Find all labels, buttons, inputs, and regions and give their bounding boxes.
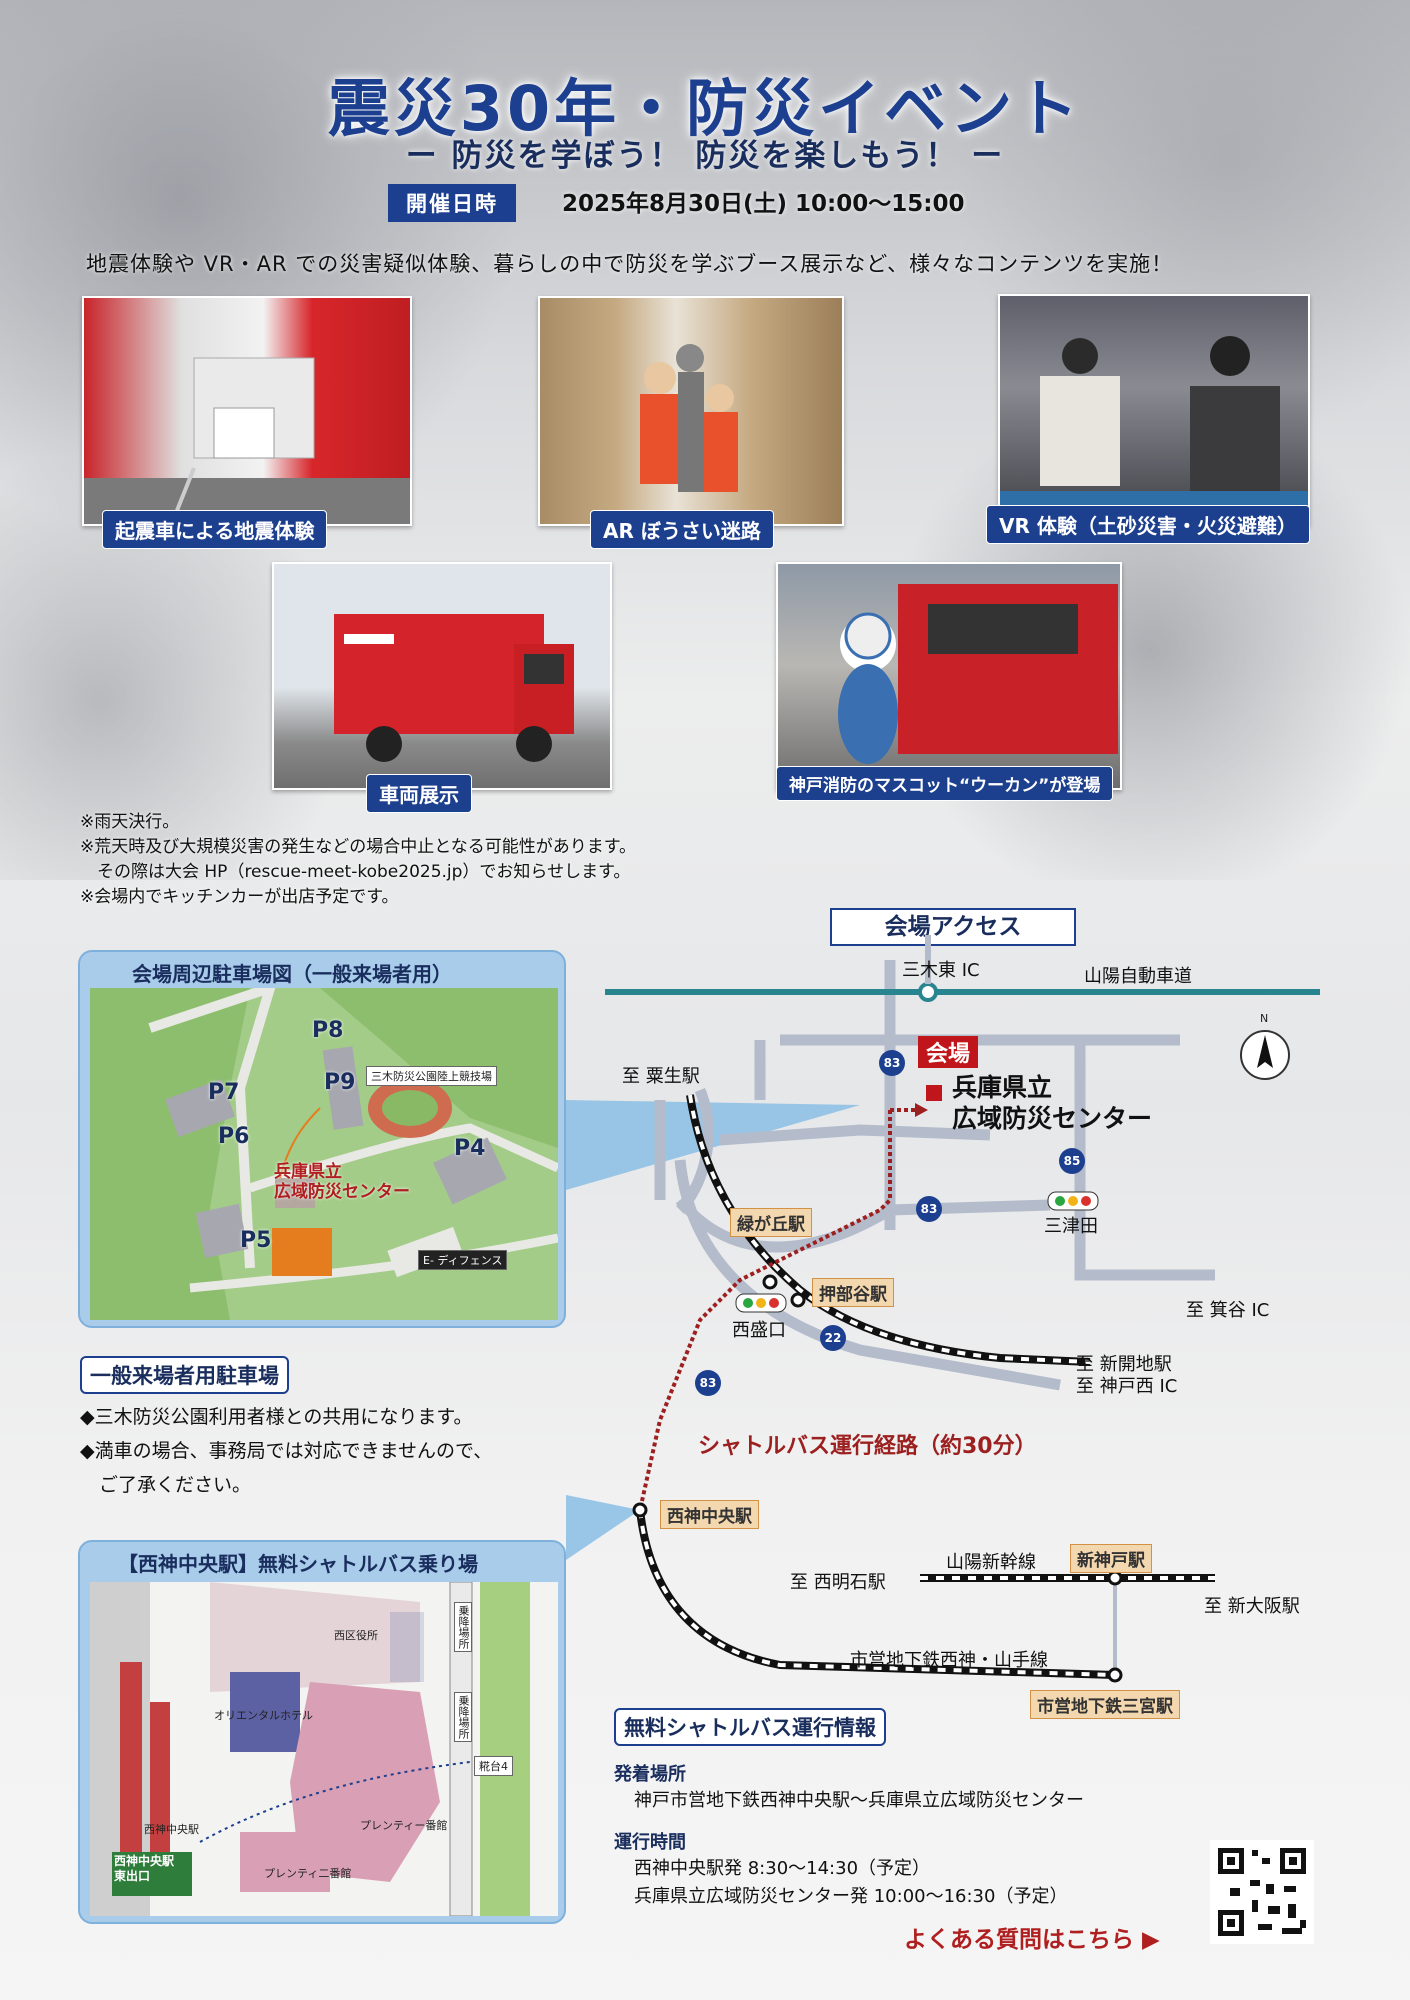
route-83-badge: 83	[879, 1050, 905, 1076]
date-label: 開催日時	[388, 184, 516, 222]
prentie2-label: プレンティ二番館	[264, 1867, 352, 1880]
expressway-label: 山陽自動車道	[1084, 966, 1192, 987]
to-awazu-label: 至 粟生駅	[622, 1066, 700, 1087]
to-shinosaka-label: 至 新大阪駅	[1204, 1596, 1300, 1617]
mascot-truck-illustration	[838, 584, 1118, 764]
lot-p9: P9	[324, 1070, 356, 1095]
kuyakusho-label: 西区役所	[334, 1629, 378, 1642]
to-shinkaichi-label: 至 新開地駅	[1076, 1354, 1172, 1375]
place-value: 神戸市営地下鉄西神中央駅〜兵庫県立広域防災センター	[634, 1790, 1084, 1811]
lot-p4: P4	[454, 1136, 486, 1161]
station-label: 西神中央駅	[144, 1823, 199, 1836]
photo-vehicle	[272, 562, 612, 790]
fire-truck-illustration	[334, 614, 574, 762]
note-line: ※荒天時及び大規模災害の発生などの場合中止となる可能性があります。	[80, 837, 637, 857]
route-22-badge: 22	[820, 1325, 846, 1351]
to-kobenishi-label: 至 神戸西 IC	[1076, 1376, 1178, 1397]
shuttle-route-label: シャトルバス運行経路（約30分）	[698, 1434, 1037, 1459]
parking-map: P8 P9 P7 P6 P4 P5 三木防災公園陸上競技場 E- ディフェンス …	[90, 988, 558, 1320]
event-title: 震災30年・防災イベント	[327, 72, 1083, 145]
venue-name: 兵庫県立 広域防災センター	[952, 1073, 1153, 1133]
stadium-label: 三木防災公園陸上競技場	[366, 1066, 497, 1086]
date-value: 2025年8月30日(土) 10:00〜15:00	[562, 191, 965, 217]
photo-ar-maze	[538, 296, 844, 526]
children-illustration	[640, 344, 738, 492]
caption-vr: VR 体験（土砂災害・火災避難）	[986, 505, 1310, 544]
event-subtitle: ー 防災を学ぼう！ 防災を楽しもう！ ー	[405, 138, 1005, 174]
parking-info-line: ◆三木防災公園利用者様との共用になります。	[80, 1406, 473, 1428]
parking-info-line: ◆満車の場合、事務局では対応できませんので、	[80, 1440, 493, 1462]
place-label: 発着場所	[614, 1764, 686, 1785]
shinkansen-label: 山陽新幹線	[946, 1552, 1036, 1573]
parking-info-title: 一般来場者用駐車場	[80, 1356, 289, 1394]
shinkobe-station: 新神戸駅	[1070, 1544, 1152, 1573]
compass-label: N	[1260, 1012, 1269, 1025]
nishishin-station: 西神中央駅	[660, 1500, 759, 1529]
venue-tag: 会場	[918, 1036, 979, 1068]
caption-vehicle: 車両展示	[366, 774, 472, 813]
note-line: その際は大会 HP（rescue-meet-kobe2025.jp）でお知らせし…	[80, 862, 631, 882]
center-label: 兵庫県立 広域防災センター	[274, 1162, 410, 1202]
access-title: 会場アクセス	[830, 908, 1076, 946]
to-minotani-label: 至 箕谷 IC	[1186, 1300, 1270, 1321]
note-line: ※会場内でキッチンカーが出店予定です。	[80, 887, 399, 907]
bus-stop-panel: 【西神中央駅】無料シャトルバス乗り場 西区役所 オリエンタルホテル 西神中央駅 …	[78, 1540, 566, 1924]
time-value: 西神中央駅発 8:30〜14:30（予定）	[634, 1858, 931, 1879]
intro-text: 地震体験や VR・AR での災害疑似体験、暮らしの中で防災を学ぶブース展示など、…	[86, 252, 1174, 276]
route-83-badge: 83	[916, 1196, 942, 1222]
caption-quake-truck: 起震車による地震体験	[102, 510, 328, 549]
mitsuda-label: 三津田	[1044, 1216, 1098, 1237]
lot-p7: P7	[208, 1080, 240, 1105]
sannomiya-station: 市営地下鉄三宮駅	[1030, 1690, 1180, 1719]
to-nishiakashi-label: 至 西明石駅	[790, 1572, 886, 1593]
parking-map-title: 会場周辺駐車場図（一般来場者用）	[132, 962, 452, 986]
oshibedani-station: 押部谷駅	[812, 1278, 894, 1307]
bus-stop-drawing	[90, 1582, 530, 1916]
noriba-label-2: 乗降場所	[454, 1692, 472, 1742]
miki-ic-label: 三木東 IC	[902, 960, 980, 981]
qr-code[interactable]	[1210, 1840, 1314, 1944]
time-value: 兵庫県立広域防災センター発 10:00〜16:30（予定）	[634, 1886, 1068, 1907]
nishisakaguchi-label: 西盛口	[732, 1320, 786, 1341]
lot-p6: P6	[218, 1124, 250, 1149]
shuttle-info-title: 無料シャトルバス運行情報	[614, 1708, 886, 1746]
exit-label: 西神中央駅 東出口	[114, 1854, 175, 1883]
oriental-label: オリエンタルホテル	[214, 1709, 313, 1722]
subway-label: 市営地下鉄西神・山手線	[850, 1650, 1048, 1671]
efence-label: E- ディフェンス	[418, 1250, 508, 1270]
lot-p5: P5	[240, 1228, 272, 1253]
notes: ※雨天決行。 ※荒天時及び大規模災害の発生などの場合中止となる可能性があります。…	[80, 810, 636, 910]
noriba-label: 乗降場所	[454, 1602, 472, 1652]
lot-p8: P8	[312, 1018, 344, 1043]
caption-mascot: 神戸消防のマスコット“ウーカン”が登場	[776, 766, 1114, 801]
photo-quake-truck	[82, 296, 412, 526]
note-line: ※雨天決行。	[80, 812, 180, 832]
parking-map-panel: 会場周辺駐車場図（一般来場者用） P8 P9 P7 P6 P4 P5 三木防災公…	[78, 950, 566, 1328]
midorigaoka-station: 緑が丘駅	[730, 1208, 812, 1237]
koudai-label: 糀台4	[474, 1756, 513, 1776]
faq-link[interactable]: よくある質問はこちら ▶	[904, 1927, 1160, 1953]
prentie1-label: プレンティー番館	[360, 1819, 448, 1832]
caption-ar-maze: AR ぼうさい迷路	[590, 510, 774, 549]
bus-stop-title: 【西神中央駅】無料シャトルバス乗り場	[118, 1552, 478, 1576]
bus-stop-map: 西区役所 オリエンタルホテル 西神中央駅 西神中央駅 東出口 プレンティー番館 …	[90, 1582, 558, 1916]
route-85-badge: 85	[1059, 1148, 1085, 1174]
route-83-badge: 83	[695, 1370, 721, 1396]
parking-info-line: ご了承ください。	[80, 1474, 252, 1496]
time-label: 運行時間	[614, 1832, 686, 1853]
